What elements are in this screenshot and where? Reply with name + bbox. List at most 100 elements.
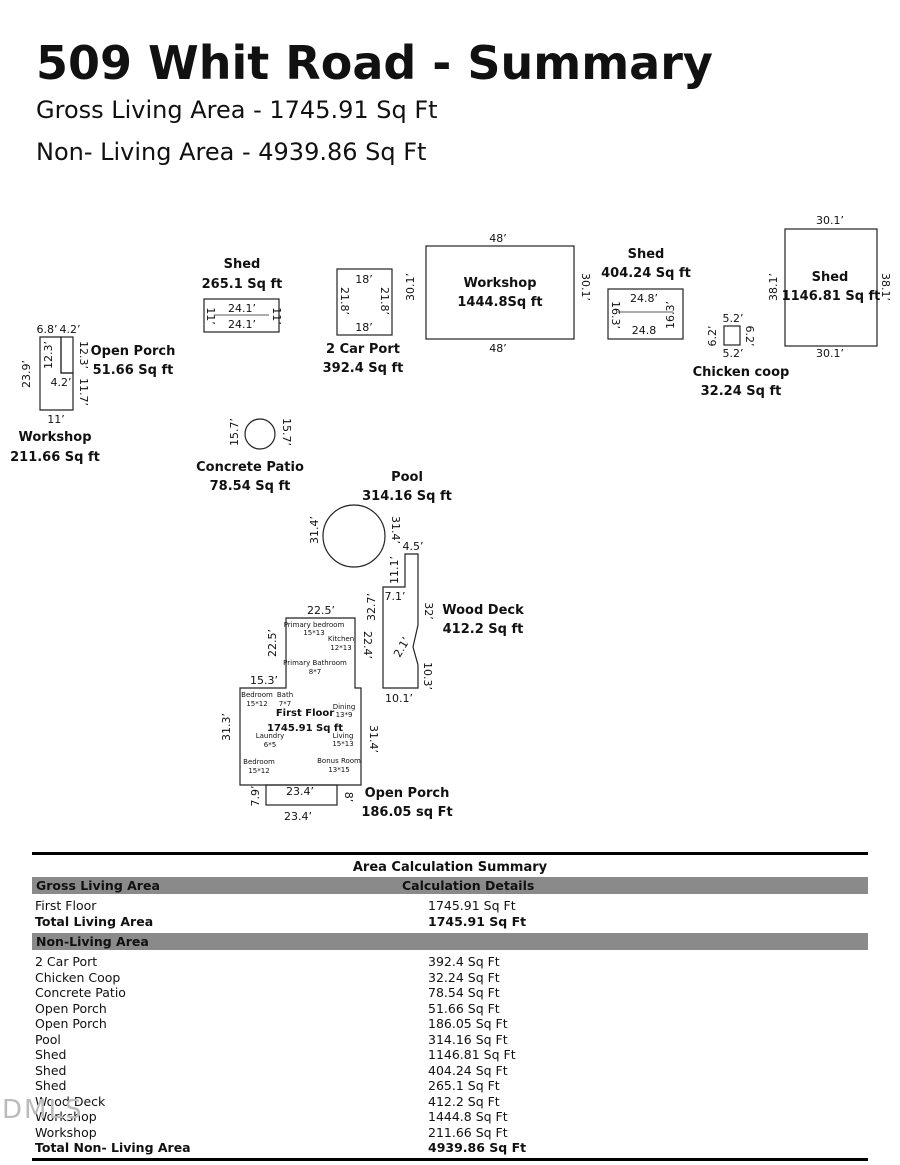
deck-dim-left: 32.7’ (365, 593, 378, 621)
nla-header-band: Non-Living Area (32, 933, 868, 950)
row-value: 186.05 Sq Ft (428, 1016, 508, 1031)
carport-dim-top: 18’ (355, 273, 373, 286)
page-title: 509 Whit Road - Summary (36, 36, 713, 90)
table-row: Shed 265.1 Sq Ft (32, 1078, 868, 1094)
patio-dim-right: 15.7’ (280, 418, 293, 446)
workshop-small-dim-top: 6.8’ (37, 323, 58, 336)
nla-header: Non-Living Area (36, 934, 149, 949)
shed-2-dim-top: 24.8’ (630, 292, 658, 305)
room-name: Bedroom (243, 758, 275, 766)
shed-2-name: Shed (628, 247, 665, 262)
chicken-coop-dim-left: 6.2’ (706, 326, 719, 347)
shed-3-name: Shed (812, 270, 849, 285)
room-name: Primary bedroom (284, 621, 345, 629)
wood-deck-outline (382, 553, 419, 689)
open-porch-small-dim-top: 4.2’ (60, 323, 81, 336)
open-porch-small-name: Open Porch (91, 344, 176, 359)
room-name: Living (333, 732, 354, 740)
table-bottom-rule (32, 1157, 868, 1161)
gross-living-area-summary: Gross Living Area - 1745.91 Sq Ft (36, 96, 438, 124)
room-size: 13*15 (328, 766, 349, 774)
first-floor-outline (239, 617, 362, 786)
carport-dim-bottom: 18’ (355, 321, 373, 334)
pool-outline (322, 504, 386, 568)
nla-total-value: 4939.86 Sq Ft (428, 1140, 527, 1155)
chicken-coop-dim-bottom: 5.2’ (723, 347, 744, 360)
room-size: 6*5 (264, 741, 276, 749)
chicken-coop-dim-top: 5.2’ (723, 312, 744, 325)
table-row: Workshop 211.66 Sq Ft (32, 1125, 868, 1141)
floor-plan-sketch: Shed 265.1 Sq ft 24.1’ 24.1’ 11’ 11’ 18’… (10, 214, 892, 823)
shed-265-outline (203, 298, 280, 333)
workshop-large-dim-bottom: 48’ (489, 342, 507, 355)
table-row: Concrete Patio 78.54 Sq Ft (32, 985, 868, 1001)
first-floor-area: 1745.91 Sq ft (267, 723, 343, 734)
carport-name: 2 Car Port (326, 342, 400, 357)
gla-total-row: Total Living Area 1745.91 Sq Ft (32, 914, 868, 930)
workshop-small-name: Workshop (18, 430, 91, 445)
chicken-coop-name: Chicken coop (693, 365, 790, 380)
room-size: 15*13 (332, 740, 353, 748)
row-value: 1745.91 Sq Ft (428, 898, 516, 913)
row-label: Concrete Patio (35, 985, 126, 1000)
row-value: 412.2 Sq Ft (428, 1093, 500, 1109)
chicken-coop-dim-right: 6.2’ (743, 326, 756, 347)
shed-3-dim-top: 30.1’ (816, 214, 844, 227)
patio-dim-left: 15.7’ (228, 418, 241, 446)
room-size: 15*13 (303, 629, 324, 637)
row-value: 78.54 Sq Ft (428, 985, 500, 1000)
gla-rows: First Floor 1745.91 Sq Ft (32, 898, 868, 914)
row-label: Workshop (35, 1124, 97, 1140)
non-living-area-summary: Non- Living Area - 4939.86 Sq Ft (36, 138, 427, 166)
workshop-large-outline (425, 245, 575, 340)
row-value: 51.66 Sq Ft (428, 1000, 500, 1016)
open-porch-small-dim-left: 12.3’ (42, 341, 55, 369)
deck-dim-top: 4.5’ (403, 540, 424, 553)
porch-large-dim-right: 8’ (342, 792, 355, 803)
row-label: Shed (35, 1062, 67, 1078)
carport-dim-right: 21.8’ (378, 287, 391, 315)
shed-1-dim-right: 11’ (270, 307, 283, 325)
table-row: Open Porch 186.05 Sq Ft (32, 1016, 868, 1032)
room-size: 8*7 (309, 668, 321, 676)
shed-1-name: Shed (224, 257, 261, 272)
open-porch-small-outline (60, 336, 74, 374)
deck-dim-step: 7.1’ (385, 590, 406, 603)
row-value: 1146.81 Sq Ft (428, 1047, 516, 1062)
workshop-small-dim-right: 11.7’ (77, 378, 90, 406)
row-value: 211.66 Sq Ft (428, 1124, 508, 1140)
carport-area: 392.4 Sq ft (323, 361, 404, 376)
carport-dim-left: 21.8’ (338, 287, 351, 315)
porch-large-dim-left: 7.9’ (249, 786, 262, 807)
deck-dim-bottom: 10.1’ (385, 692, 413, 705)
gla-total-value: 1745.91 Sq Ft (428, 913, 527, 929)
row-label: Shed (35, 1047, 67, 1062)
room-name: Kitchen (328, 635, 354, 643)
patio-name: Concrete Patio (196, 460, 304, 475)
workshop-large-dim-top: 48’ (489, 232, 507, 245)
row-label: Open Porch (35, 1016, 107, 1031)
row-label: Shed (35, 1078, 67, 1093)
row-label: Pool (35, 1031, 61, 1047)
room-size: 13*9 (336, 711, 353, 719)
table-row: Shed 1146.81 Sq Ft (32, 1047, 868, 1063)
room-name: Bonus Room (317, 757, 361, 765)
shed-1-dim-bottom: 24.1’ (228, 318, 256, 331)
row-label: First Floor (35, 898, 97, 913)
shed-1-dim-top: 24.1’ (228, 302, 256, 315)
shed-3-dim-right: 38.1’ (879, 273, 892, 301)
room-size: 15*12 (246, 700, 267, 708)
concrete-patio-outline (244, 418, 276, 450)
row-label: Workshop (35, 1109, 97, 1124)
room-name: Bedroom (241, 691, 273, 699)
room-name: Primary Bathroom (283, 659, 347, 667)
table-row: First Floor 1745.91 Sq Ft (32, 898, 868, 914)
row-value: 265.1 Sq Ft (428, 1078, 500, 1093)
row-value: 392.4 Sq Ft (428, 954, 500, 969)
shed-1-area: 265.1 Sq ft (202, 277, 283, 292)
